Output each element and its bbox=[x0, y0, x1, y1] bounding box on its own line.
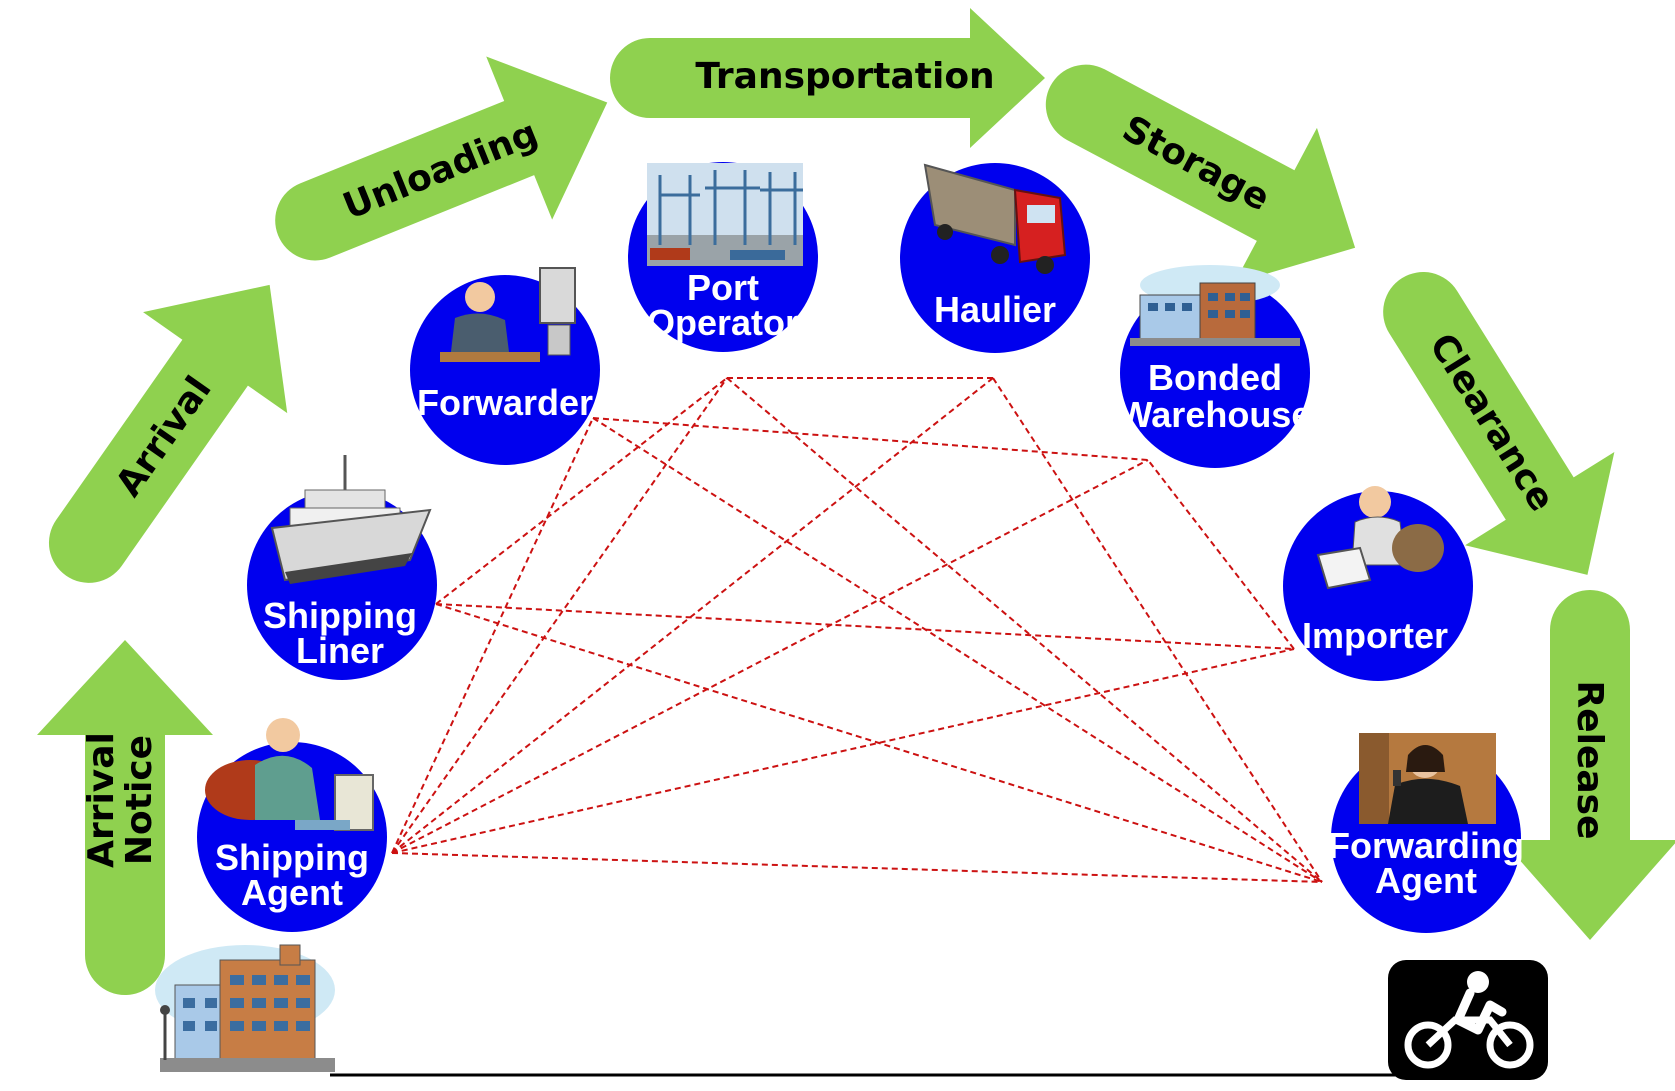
connector-forwarder-to-bonded-warehouse bbox=[592, 417, 1149, 461]
node-label-port-operator-2: Operator bbox=[647, 302, 799, 343]
node-label-shipping-agent-2: Agent bbox=[241, 872, 343, 913]
connector-shipping-agent-to-port-operator bbox=[391, 377, 728, 854]
node-label-forwarding-agent-1: Forwarding bbox=[1328, 825, 1524, 866]
node-label-shipping-agent-1: Shipping bbox=[215, 837, 369, 878]
node-shipping-liner: Shipping Liner bbox=[247, 455, 437, 680]
connector-shipping-liner-to-forwarding-agent bbox=[435, 603, 1323, 883]
stage-arrow-transportation: Transportation bbox=[610, 8, 1045, 148]
connector-lines bbox=[391, 377, 1323, 883]
connector-shipping-liner-to-port-operator bbox=[435, 377, 728, 605]
stage-label-arrival-notice-2: Notice bbox=[119, 735, 160, 865]
arrow-shape bbox=[1383, 272, 1615, 575]
connector-shipping-agent-to-forwarding-agent bbox=[391, 852, 1323, 883]
node-label-shipping-liner-1: Shipping bbox=[263, 595, 417, 636]
node-label-shipping-liner-2: Liner bbox=[296, 630, 384, 671]
node-label-bonded-warehouse-2: Warehouse bbox=[1119, 394, 1312, 435]
node-port-operator: Port Operator bbox=[628, 162, 818, 352]
connector-haulier-to-forwarding-agent bbox=[992, 377, 1323, 883]
node-shipping-agent: Shipping Agent bbox=[197, 718, 387, 932]
connector-shipping-liner-to-importer bbox=[435, 603, 1295, 650]
stage-label-release: Release bbox=[1569, 680, 1610, 839]
node-forwarder: Forwarder bbox=[410, 267, 600, 465]
stage-label-arrival-notice-1: Arrival bbox=[81, 732, 122, 868]
connector-forwarder-to-forwarding-agent bbox=[592, 417, 1323, 883]
agent-at-desk-icon bbox=[205, 718, 374, 831]
connector-shipping-agent-to-bonded-warehouse bbox=[391, 459, 1149, 854]
warehouse-icon bbox=[1130, 265, 1300, 346]
stage-arrow-arrival-notice: Arrival Notice bbox=[37, 640, 213, 995]
port-cranes-photo bbox=[647, 163, 803, 266]
arrow-shape bbox=[49, 284, 288, 583]
office-building-icon bbox=[155, 944, 335, 1072]
businessman-laptop-icon bbox=[1316, 486, 1444, 590]
node-bonded-warehouse: Bonded Warehouse bbox=[1119, 265, 1312, 468]
stage-label-transportation: Transportation bbox=[695, 56, 994, 97]
node-importer: Importer bbox=[1283, 486, 1473, 681]
node-label-port-operator-1: Port bbox=[687, 267, 759, 308]
stage-arrow-unloading: Unloading bbox=[275, 56, 608, 261]
stage-arrow-release: Release bbox=[1502, 590, 1675, 940]
connector-shipping-agent-to-haulier bbox=[391, 377, 994, 854]
actor-nodes: Shipping Agent Shipping Liner bbox=[197, 162, 1524, 933]
node-label-haulier: Haulier bbox=[934, 289, 1056, 330]
motorcycle-icon bbox=[1388, 960, 1548, 1080]
arrow-shape bbox=[1502, 590, 1675, 940]
truck-icon bbox=[923, 163, 1067, 274]
arrow-shape bbox=[275, 56, 608, 261]
arrow-shape bbox=[1045, 64, 1356, 284]
arrow-shape bbox=[610, 8, 1045, 148]
arrow-shape bbox=[37, 640, 213, 995]
node-label-bonded-warehouse-1: Bonded bbox=[1148, 357, 1282, 398]
office-worker-icon bbox=[440, 267, 576, 362]
node-forwarding-agent: Forwarding Agent bbox=[1328, 733, 1524, 933]
woman-on-phone-photo bbox=[1359, 733, 1496, 824]
node-label-importer: Importer bbox=[1302, 615, 1448, 656]
connector-importer-to-bonded-warehouse bbox=[1147, 459, 1295, 650]
node-haulier: Haulier bbox=[900, 163, 1090, 353]
connector-shipping-agent-to-importer bbox=[391, 648, 1295, 854]
ship-icon bbox=[270, 455, 432, 584]
node-label-forwarder: Forwarder bbox=[417, 382, 593, 423]
node-label-forwarding-agent-2: Agent bbox=[1375, 860, 1477, 901]
